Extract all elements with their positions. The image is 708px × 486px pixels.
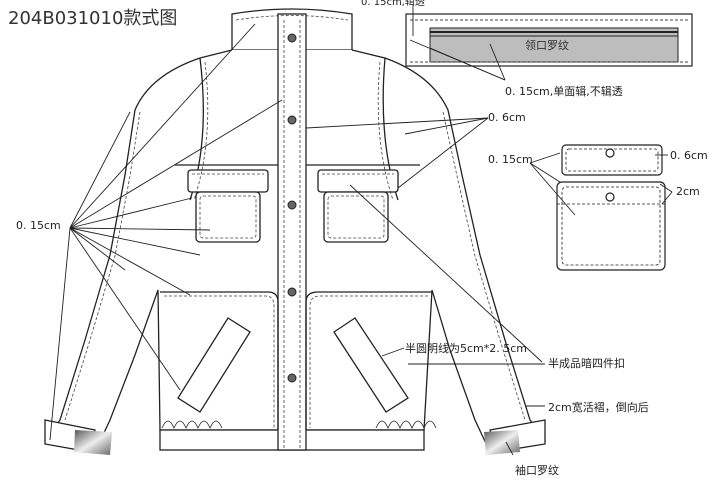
detail-collar-rib: [405, 13, 693, 67]
hem-gathers: [161, 420, 437, 430]
label-top-stitch: 0. 15cm,辑透: [361, 0, 425, 8]
stitch-lines: [64, 15, 526, 448]
label-pocket-two-cm: 2cm: [676, 185, 700, 198]
label-pocket-stitch: 0. 15cm: [488, 153, 533, 166]
label-half-circle: 半圆明线为5cm*2. 5cm: [405, 342, 528, 355]
label-single-stitch: 0. 15cm,单面辑,不辑透: [505, 85, 623, 98]
page-title: 204B031010款式图: [8, 8, 178, 29]
label-cuff-rib: 袖口罗纹: [515, 464, 559, 477]
label-collar-rib: 领口罗纹: [525, 39, 569, 52]
leader-lines: [49, 4, 673, 456]
cuff-rib-shading: [74, 430, 520, 455]
label-pleat: 2cm宽活褶，倒向后: [548, 401, 649, 414]
detail-pocket: [556, 144, 666, 271]
label-six-mm-main: 0. 6cm: [488, 111, 526, 124]
label-pocket-six-mm: 0. 6cm: [670, 149, 708, 162]
label-left-stitch: 0. 15cm: [16, 219, 61, 232]
jacket-outline: [43, 8, 547, 453]
buttons: [287, 33, 297, 383]
label-snap-button: 半成品暗四件扣: [548, 357, 625, 370]
